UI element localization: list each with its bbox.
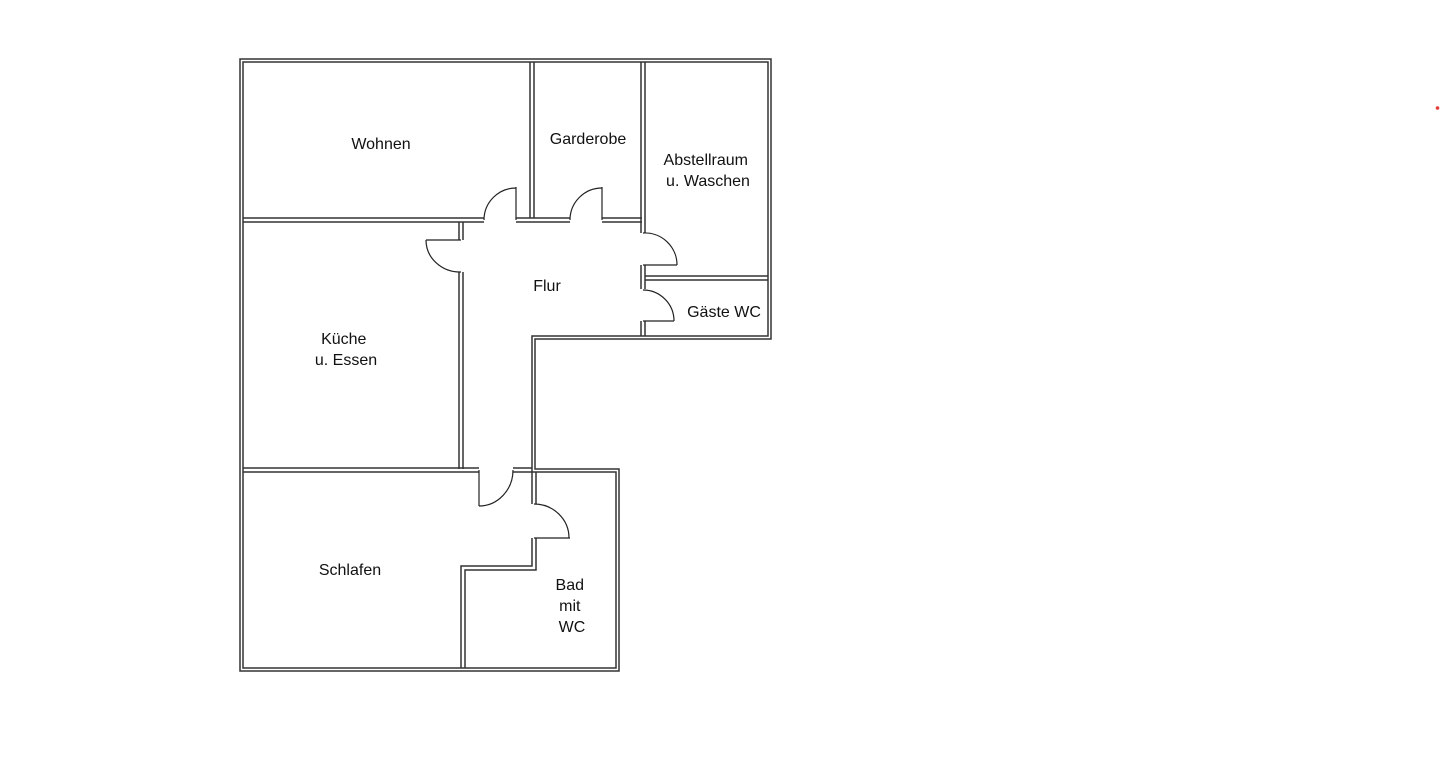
room-label-wohnen: Wohnen [351, 136, 410, 153]
door-garderobe [569, 187, 603, 221]
red-dot-marker [1435, 106, 1440, 110]
door-abstellraum [642, 232, 678, 266]
room-label-garderobe: Garderobe [550, 131, 627, 148]
door-openings [457, 216, 647, 538]
door-wohnen [483, 187, 517, 221]
door-schlafen [478, 469, 514, 507]
room-label-bad: Bad mit WC [556, 577, 589, 636]
room-label-kueche: Küche u. Essen [315, 331, 377, 369]
door-kueche [425, 239, 462, 273]
room-labels: Wohnen Garderobe Abstellraum u. Waschen … [315, 131, 761, 636]
room-label-flur: Flur [533, 278, 561, 295]
door-gaeste-wc [642, 289, 675, 322]
doors [425, 187, 678, 539]
room-label-schlafen: Schlafen [319, 562, 381, 579]
room-label-gaeste-wc: Gäste WC [687, 304, 761, 321]
room-label-abstellraum: Abstellraum u. Waschen [664, 152, 753, 190]
door-bad [533, 503, 570, 539]
